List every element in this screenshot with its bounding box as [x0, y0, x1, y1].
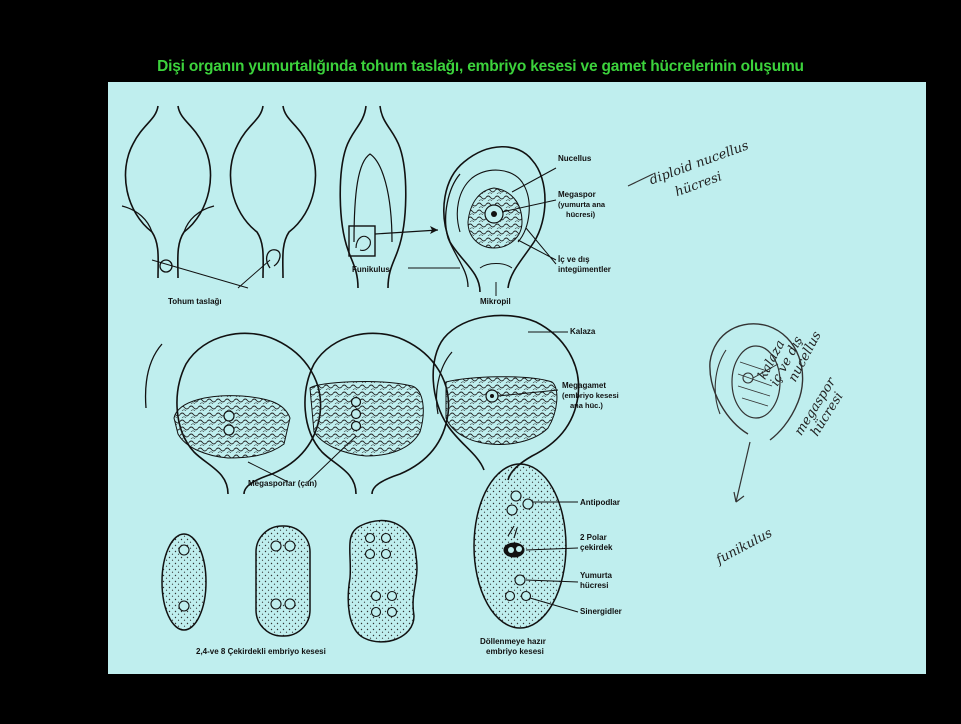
label-tohum-taslagi: Tohum taslağı: [168, 297, 222, 306]
label-dollenme: Döllenmeye hazır: [480, 637, 546, 646]
ovary-3: [340, 106, 406, 288]
embryo-sac-4-nucleate: [256, 526, 310, 636]
ovule-section: [444, 147, 545, 292]
hand-funikulus: funikulus: [713, 526, 775, 569]
label-polar-line2: çekirdek: [580, 543, 613, 552]
label-sinergidler: Sinergidler: [580, 607, 622, 616]
label-yumurta: Yumurta: [580, 571, 613, 580]
label-megaspor-line2: (yumurta ana: [558, 200, 606, 209]
label-funikulus: Funikulus: [352, 265, 390, 274]
label-integument-line2: integümentler: [558, 265, 611, 274]
megaspore-ovule-2: [305, 333, 449, 494]
label-mikropil: Mikropil: [480, 297, 511, 306]
ovule-primordium-2: [267, 250, 280, 268]
slide-title: Dişi organın yumurtalığında tohum taslağ…: [0, 58, 961, 76]
zoom-arrow: [375, 230, 438, 234]
label-cekirdekli: 2,4-ve 8 Çekirdekli embriyo kesesi: [196, 647, 326, 656]
label-polar: 2 Polar: [580, 533, 607, 542]
ovule-diagram: Tohum taslağı Nucellus Megaspor (yumurta…: [108, 82, 926, 674]
megaspore-ovule-1: [146, 333, 321, 494]
label-dollenme-line2: embriyo kesesi: [486, 647, 544, 656]
label-antipodlar: Antipodlar: [580, 498, 620, 507]
label-megagamet-line2: (embriyo kesesi: [562, 391, 619, 400]
ovary-1: [122, 106, 214, 278]
label-yumurta-line2: hücresi: [580, 581, 608, 590]
megagamete-ovule: [433, 315, 578, 480]
ovule-primordium-1: [160, 260, 172, 272]
ovary-2: [230, 106, 315, 278]
label-megaspor-line3: hücresi): [566, 210, 596, 219]
label-integument-line1: İç ve dış: [558, 255, 590, 264]
embryo-sac-8-nucleate: [348, 521, 417, 642]
mature-embryo-sac: [474, 464, 566, 628]
embryo-sac-2-nucleate: [162, 534, 206, 630]
label-megagamet: Megagamet: [562, 381, 606, 390]
label-kalaza: Kalaza: [570, 327, 596, 336]
label-megaspor: Megaspor: [558, 190, 596, 199]
label-megasporlar: Megasporlar (çan): [248, 479, 317, 488]
diagram-panel: Tohum taslağı Nucellus Megaspor (yumurta…: [108, 82, 926, 674]
label-megagamet-line3: ana hüc.): [570, 401, 603, 410]
label-nucellus: Nucellus: [558, 154, 592, 163]
